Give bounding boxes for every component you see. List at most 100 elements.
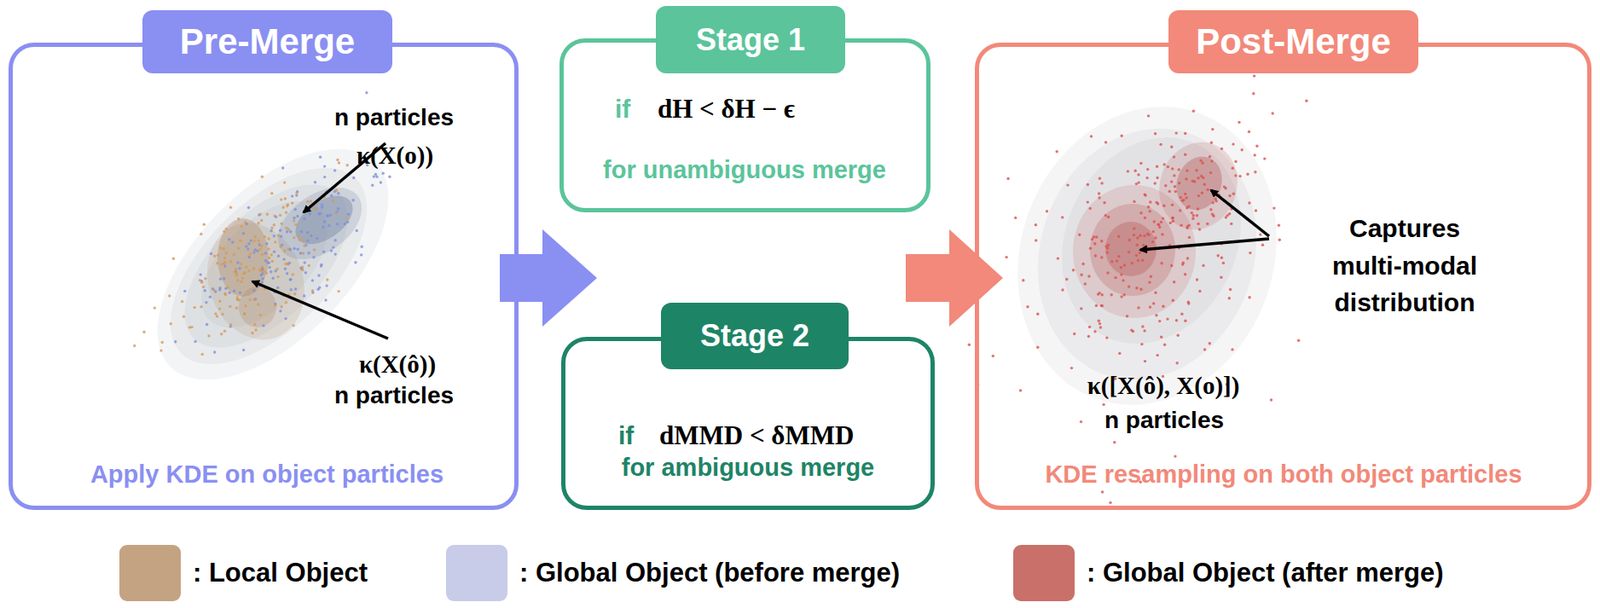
particle	[1097, 196, 1101, 199]
particle	[1107, 243, 1110, 247]
particle	[1228, 288, 1232, 291]
particle	[291, 324, 295, 327]
particle	[330, 249, 333, 252]
caption-text: if	[618, 420, 653, 452]
particle	[303, 260, 307, 264]
particle	[1208, 342, 1212, 345]
particle	[258, 248, 261, 251]
particle	[270, 226, 273, 230]
particle	[1118, 352, 1121, 355]
particle	[284, 267, 287, 271]
particle	[279, 305, 283, 308]
particle	[1101, 490, 1104, 493]
particle	[355, 229, 359, 232]
particle	[1196, 222, 1200, 226]
particle	[287, 227, 290, 231]
particle	[315, 237, 319, 240]
annotation-text: n particles	[325, 103, 463, 133]
particle	[270, 229, 273, 232]
particle	[1045, 209, 1049, 213]
legend-text: : Global Object (after merge)	[1086, 557, 1444, 589]
particle	[301, 268, 304, 272]
particle	[228, 291, 232, 295]
leader-line	[252, 281, 389, 339]
particle	[225, 251, 228, 255]
particle	[1237, 121, 1241, 124]
particle	[318, 156, 322, 159]
particle	[1159, 220, 1163, 224]
particle	[294, 208, 297, 211]
particle	[1271, 111, 1275, 115]
legend-entry: : Global Object (after merge)	[1013, 544, 1444, 602]
particle	[246, 247, 250, 250]
particles-pre	[133, 91, 392, 356]
particle	[1088, 325, 1091, 329]
particle	[219, 246, 222, 250]
particle	[379, 180, 383, 184]
particle	[1253, 170, 1257, 174]
caption-text: for unambiguous merge	[565, 155, 924, 186]
particle	[1247, 295, 1251, 299]
particle	[302, 294, 306, 297]
particle	[261, 324, 265, 327]
particle	[279, 235, 283, 238]
particle	[202, 285, 205, 289]
particle	[213, 289, 216, 292]
particle	[1110, 293, 1114, 296]
particle	[294, 223, 297, 227]
particle	[235, 272, 238, 275]
particle	[1192, 214, 1195, 217]
particle	[292, 236, 296, 239]
particle	[1255, 144, 1258, 148]
particle	[222, 247, 226, 250]
particle	[320, 203, 324, 207]
particle	[290, 194, 294, 198]
particle	[1188, 236, 1191, 239]
particle	[302, 217, 306, 221]
particle	[273, 303, 277, 307]
particle	[1138, 234, 1142, 238]
particle	[1170, 264, 1173, 267]
legend-entry: : Local Object	[119, 544, 368, 602]
particle	[1183, 153, 1187, 157]
particle	[1036, 313, 1039, 316]
particle	[306, 231, 309, 234]
particle	[330, 194, 333, 198]
particle	[282, 206, 285, 209]
particle	[1098, 322, 1102, 325]
particle	[1186, 225, 1189, 228]
particle	[232, 253, 236, 256]
caption-text: if	[614, 93, 650, 125]
particle	[1098, 291, 1102, 295]
math-label: κ(X(o))	[326, 140, 464, 171]
particle	[1094, 254, 1097, 257]
particle	[220, 313, 224, 316]
particle	[334, 252, 337, 256]
particle	[242, 348, 245, 352]
particle	[266, 213, 269, 216]
particle	[256, 221, 260, 225]
particle	[213, 255, 216, 258]
particle	[308, 212, 312, 215]
particle	[1123, 293, 1126, 296]
particle	[382, 172, 385, 175]
particle	[218, 307, 221, 310]
particle	[1183, 272, 1187, 276]
particle	[284, 197, 287, 200]
particle	[222, 261, 226, 265]
particle	[247, 206, 250, 209]
particle	[275, 267, 279, 271]
particle	[260, 244, 263, 248]
particle	[1159, 143, 1162, 146]
particle	[267, 247, 271, 250]
particle	[280, 222, 284, 226]
particle	[1171, 299, 1175, 302]
particle	[276, 286, 279, 290]
particle	[292, 219, 296, 222]
particle	[1106, 271, 1109, 274]
particle	[1173, 454, 1177, 458]
particle	[1087, 274, 1090, 278]
particle	[214, 312, 217, 315]
particle	[250, 331, 254, 335]
particle	[1152, 230, 1155, 233]
